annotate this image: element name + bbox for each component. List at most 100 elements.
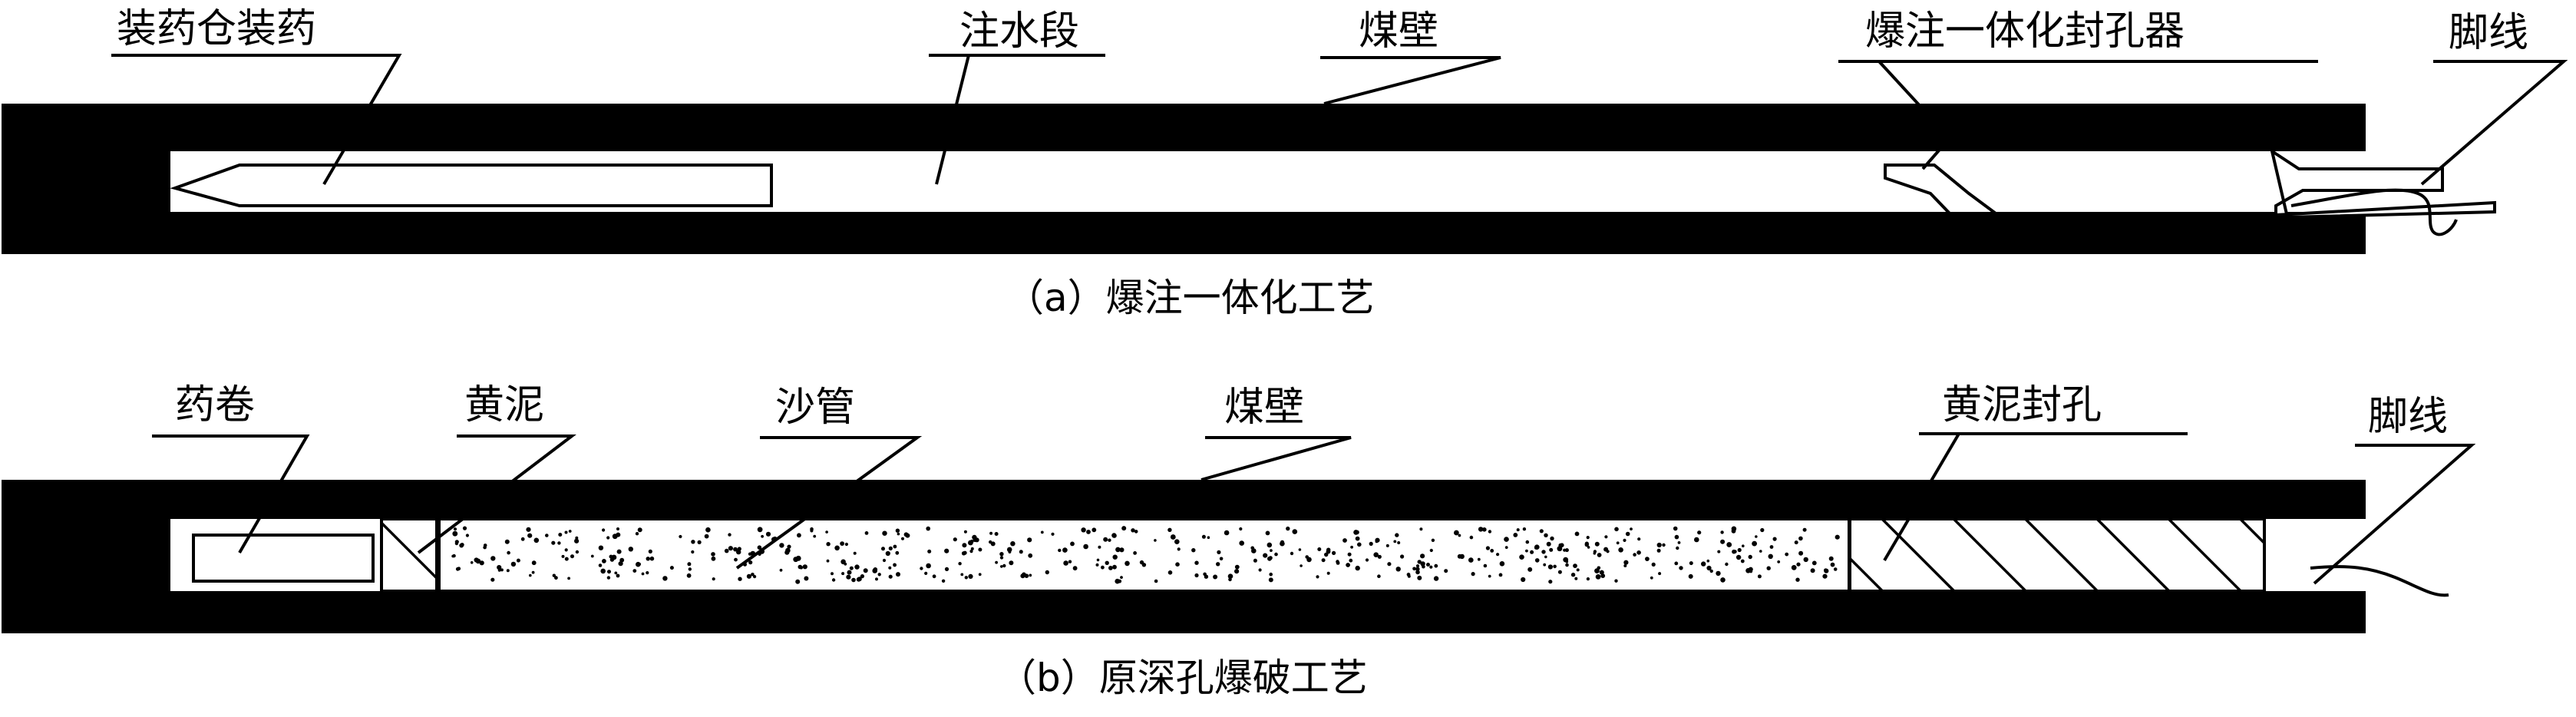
sand-grain: [779, 568, 783, 572]
sand-grain: [1167, 570, 1173, 575]
sand-grain: [1565, 560, 1569, 563]
sand-grain: [1485, 546, 1490, 550]
sand-grain: [1810, 568, 1815, 573]
sand-grain: [465, 534, 470, 537]
panel-b: 药卷 黄泥 沙管 煤壁 黄泥封孔 脚线 （b）原深孔爆破工艺: [2, 382, 2476, 700]
sand-grain: [1735, 554, 1742, 560]
sand-grain: [554, 576, 558, 580]
sand-grain: [1063, 560, 1068, 566]
sand-grain: [840, 541, 844, 546]
sand-grain: [1239, 540, 1244, 546]
sand-grain: [1373, 552, 1379, 557]
sand-grain: [1118, 579, 1122, 583]
sand-grain: [1253, 558, 1257, 563]
sand-grain: [1798, 536, 1803, 541]
sand-grain: [826, 559, 830, 563]
sand-grain: [1547, 564, 1553, 570]
sand-grain: [1534, 558, 1540, 563]
sand-grain: [941, 579, 946, 583]
sand-grain: [1112, 564, 1117, 570]
sand-grain: [691, 550, 695, 554]
sand-grain: [1513, 533, 1518, 537]
sand-grain: [797, 533, 801, 538]
sand-grain: [1024, 573, 1029, 578]
sand-grain: [802, 564, 807, 570]
sand-grain: [564, 548, 568, 552]
sand-grain: [455, 567, 460, 571]
sand-grain: [1833, 567, 1838, 571]
sand-grain: [1412, 567, 1416, 571]
sand-grain: [1549, 547, 1554, 552]
sand-grain: [813, 534, 817, 538]
sand-grain: [1565, 563, 1569, 567]
sand-grain: [846, 574, 851, 580]
sand-grain: [1550, 536, 1554, 541]
sand-grain: [1444, 569, 1448, 573]
sand-grain: [1332, 550, 1336, 556]
sand-grain: [785, 547, 791, 553]
sand-grain: [765, 531, 771, 537]
sand-grain: [1600, 573, 1606, 578]
sand-grain: [649, 556, 655, 561]
sand-grain: [1268, 577, 1273, 583]
charge-chamber: [170, 164, 773, 207]
sand-grain: [1599, 570, 1604, 575]
sand-grain: [1375, 537, 1380, 543]
sand-grain: [1194, 560, 1199, 565]
sand-grain: [761, 534, 764, 538]
sand-grain: [1544, 555, 1547, 559]
sand-grain: [1098, 545, 1101, 549]
sand-grain: [1618, 547, 1623, 553]
sand-grain: [1216, 562, 1220, 567]
sand-grain: [712, 577, 715, 581]
sand-grain: [857, 577, 862, 582]
sand-grain: [1227, 573, 1234, 579]
sand-grain: [564, 530, 568, 534]
cartridge: [192, 534, 375, 583]
sand-grain: [1224, 530, 1230, 536]
sand-grain: [1387, 562, 1392, 567]
sand-grain: [1546, 541, 1551, 547]
sand-grain: [1154, 579, 1158, 583]
sand-grain: [1415, 567, 1420, 572]
sand-grain: [944, 548, 949, 553]
sand-grain: [995, 560, 998, 564]
sand-grain: [1504, 546, 1508, 549]
sand-grain: [1167, 527, 1172, 532]
sand-grain: [1081, 527, 1086, 533]
sand-grain: [529, 573, 532, 577]
sand-grain: [1219, 557, 1224, 561]
sand-grain: [1269, 572, 1273, 577]
sand-grain: [552, 573, 556, 577]
sand-grain: [905, 533, 910, 538]
sand-grain: [1835, 534, 1840, 540]
sand-grain: [628, 547, 633, 552]
sand-grain: [1316, 575, 1319, 579]
sand-grain: [1636, 550, 1641, 555]
sand-grain: [452, 530, 458, 537]
sand-grain: [1326, 547, 1331, 552]
sand-grain: [746, 573, 752, 579]
sand-grain: [1522, 527, 1527, 531]
sand-grain: [1349, 558, 1353, 563]
sand-grain: [1019, 550, 1023, 554]
sand-grain: [688, 567, 692, 571]
sand-grain: [1499, 561, 1505, 567]
sand-grain: [849, 566, 854, 570]
sand-grain: [1377, 574, 1381, 578]
sand-grain: [1027, 537, 1032, 543]
sand-grain: [1174, 539, 1180, 544]
sand-grain: [1688, 573, 1693, 579]
sand-grain: [510, 561, 517, 567]
sand-grain: [1796, 562, 1801, 567]
sand-grain: [1564, 548, 1569, 553]
sand-grain: [1305, 555, 1309, 559]
sand-grain: [1795, 577, 1800, 582]
leg-wire-a: [2290, 188, 2458, 236]
sand-grain: [825, 530, 828, 534]
label-leg-wire-b: 脚线: [2368, 394, 2448, 440]
label-sealer: 爆注一体化封孔器: [1865, 8, 2185, 55]
sand-grain: [641, 572, 645, 576]
sand-grain: [1141, 563, 1147, 567]
sand-grain: [1154, 539, 1157, 542]
